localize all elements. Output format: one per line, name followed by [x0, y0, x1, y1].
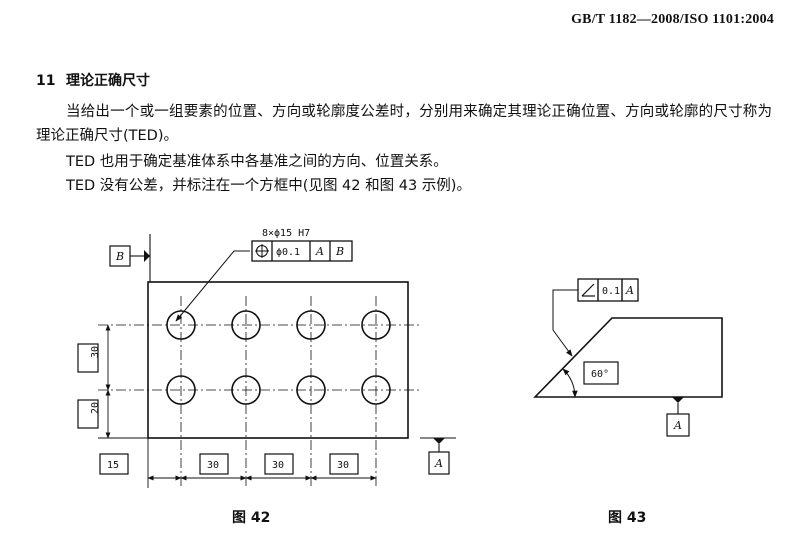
- section-number: 11: [36, 73, 56, 89]
- ted-box-30-h1: [199, 453, 229, 475]
- vertical-dimensions: [77, 324, 148, 439]
- hole: [361, 310, 391, 340]
- plate-outline: [147, 281, 409, 439]
- hole-centerlines: [98, 296, 420, 488]
- ted-box-20-vertical: [77, 399, 99, 429]
- holes: [166, 310, 391, 405]
- datum-a-letter: A: [434, 457, 443, 470]
- paragraph-ted-definition: 当给出一个或一组要素的位置、方向或轮廓度公差时，分别用来确定其理论正确位置、方向…: [36, 104, 772, 144]
- ted-value-15: 15: [107, 460, 119, 471]
- hole: [296, 310, 326, 340]
- figure-43-caption: 图 43: [608, 510, 647, 526]
- figure-42-caption: 图 42: [232, 510, 271, 526]
- ted-value-60-degrees: 60°: [591, 369, 609, 380]
- fcf43-tolerance-value: 0.1: [602, 286, 620, 297]
- leader-line: [175, 250, 250, 322]
- paragraph-ted-no-tolerance: TED 没有公差，并标注在一个方框中(见图 42 和图 43 示例)。: [66, 178, 471, 194]
- fcf-datum-b: B: [335, 245, 344, 258]
- ted-box-30-h2: [264, 453, 294, 475]
- ted-box-15: [99, 453, 129, 475]
- hole: [166, 375, 196, 405]
- fcf-tolerance-value: ϕ0.1: [276, 247, 300, 258]
- section-heading: 11 理论正确尺寸: [36, 70, 150, 90]
- ted-box-30-h3: [329, 453, 359, 475]
- hole: [296, 375, 326, 405]
- hole: [231, 375, 261, 405]
- horizontal-dimensions: [99, 438, 377, 488]
- ted-value-30-h3: 30: [337, 460, 349, 471]
- datum-a-symbol: [420, 437, 456, 475]
- ted-value-vertical-20: 20: [90, 402, 101, 414]
- datum-a-letter-43: A: [673, 419, 682, 432]
- part-outline: [533, 317, 723, 398]
- ted-box-30-vertical: [77, 343, 99, 373]
- figure-42: [77, 234, 456, 488]
- feature-control-frame: [251, 240, 353, 262]
- paragraph-ted-datum-system: TED 也用于确定基准体系中各基准之间的方向、位置关系。: [66, 154, 448, 170]
- standard-number: GB/T 1182—2008/ISO 1101:2004: [571, 12, 774, 27]
- datum-b-symbol: [109, 234, 151, 282]
- angle-arc: [562, 368, 578, 398]
- fcf43-datum-a: A: [625, 284, 634, 297]
- ted-value-vertical-30: 30: [90, 346, 101, 358]
- section-title: 理论正确尺寸: [66, 73, 150, 89]
- leader-line-43: [552, 289, 578, 357]
- ted-box-60: [583, 361, 619, 385]
- figure-43: [533, 278, 723, 437]
- datum-b-letter: B: [115, 250, 124, 263]
- ted-value-30-h2: 30: [272, 460, 284, 471]
- hole: [166, 310, 196, 340]
- fcf-datum-a: A: [315, 245, 324, 258]
- datum-a-symbol-43: [666, 397, 690, 437]
- hole: [361, 375, 391, 405]
- hole: [231, 310, 261, 340]
- hole-spec-label: 8×ϕ15 H7: [262, 228, 310, 239]
- ted-value-30-h1: 30: [207, 460, 219, 471]
